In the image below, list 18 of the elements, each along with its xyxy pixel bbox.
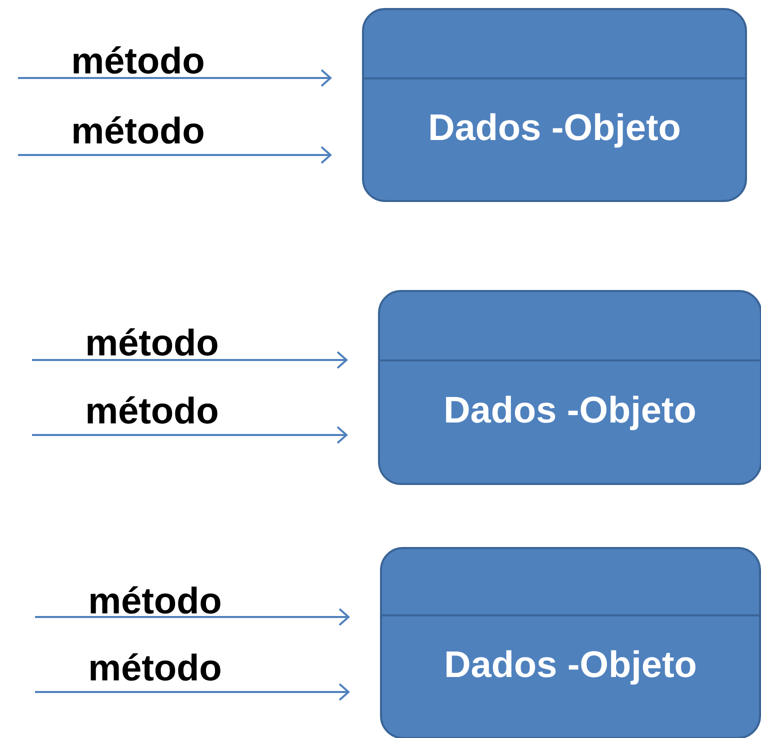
edge-label: método: [88, 328, 218, 356]
header-band: [380, 614, 760, 616]
arrow: [18, 69, 332, 87]
object-box: Dados -Objeto: [362, 8, 747, 202]
edge-label: método: [74, 46, 204, 74]
arrow: [18, 146, 332, 164]
object-box: Dados -Objeto: [378, 290, 761, 485]
arrow: [35, 608, 350, 626]
header-band: [378, 359, 760, 362]
arrow: [35, 683, 350, 701]
object-box: Dados -Objeto: [380, 547, 761, 738]
edge-label: método: [74, 116, 204, 144]
edge-label: método: [90, 586, 220, 614]
arrow: [32, 426, 348, 444]
arrow: [32, 351, 348, 369]
header-band: [362, 77, 746, 80]
edge-label: método: [90, 653, 220, 681]
edge-label: método: [88, 396, 218, 424]
